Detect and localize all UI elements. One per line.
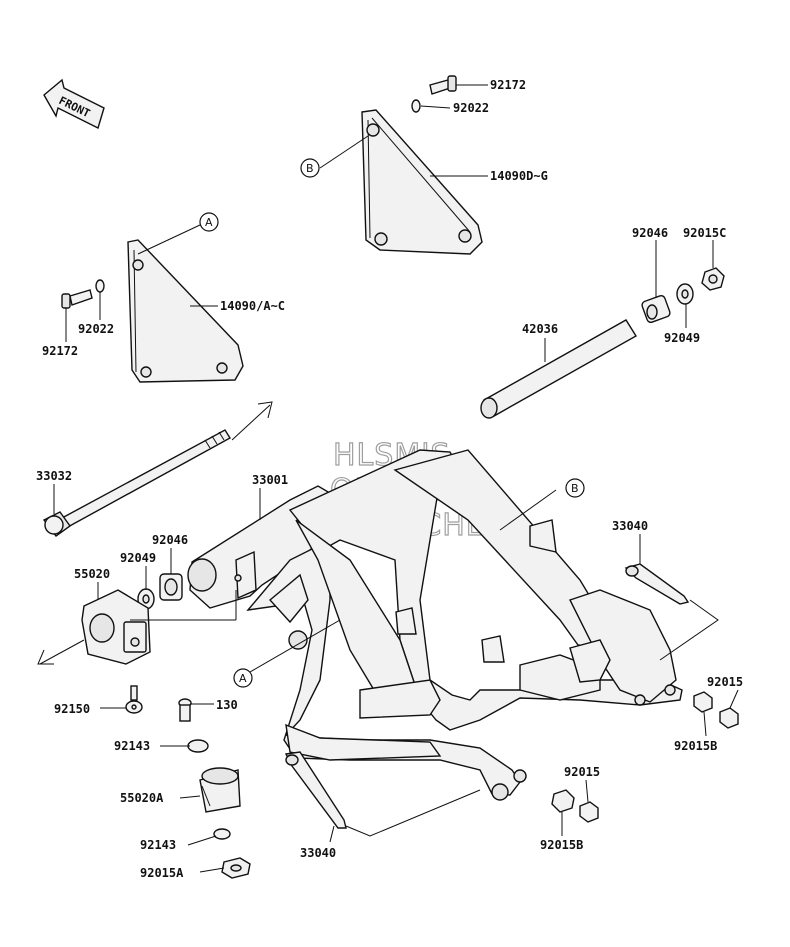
label-42036: 42036 — [522, 322, 558, 336]
label-92150: 92150 — [54, 702, 90, 716]
label-92172-left: 92172 — [42, 344, 78, 358]
bolt-92172-left — [61, 289, 93, 309]
frame-bracket-left — [395, 607, 417, 635]
label-33040-right: 33040 — [612, 519, 648, 533]
callout-a-top: A — [199, 212, 219, 232]
label-92046-top: 92046 — [632, 226, 668, 240]
label-92015-bottom: 92015 — [564, 765, 600, 779]
label-14090a: 14090/A~C — [220, 299, 285, 313]
label-130: 130 — [216, 698, 238, 712]
frame-bracket-mid — [481, 635, 505, 663]
axle-bolt-33032 — [42, 429, 231, 537]
washer-92022-left — [95, 279, 105, 293]
bearing-stack-right — [641, 267, 725, 324]
leader-lines — [53, 84, 739, 873]
label-92049-left: 92049 — [120, 551, 156, 565]
bolt-92150 — [125, 685, 143, 714]
label-33001: 33001 — [252, 473, 288, 487]
rod-leader-bottom — [345, 789, 481, 837]
nut-92015-right — [719, 707, 739, 729]
callout-b-frame: B — [565, 478, 585, 498]
label-92172-top: 92172 — [490, 78, 526, 92]
label-33040-bottom: 33040 — [300, 846, 336, 860]
label-92022-top: 92022 — [453, 101, 489, 115]
frame-bracket-top — [529, 519, 557, 553]
label-92143-top: 92143 — [114, 739, 150, 753]
bracket-14090d — [361, 109, 483, 255]
nut-92015b-bottom — [551, 789, 575, 813]
svg-text:A: A — [239, 672, 247, 685]
part-labels: 92172 92022 14090D~G 92015C 92046 92049 … — [36, 78, 743, 880]
label-92143-bottom: 92143 — [140, 838, 176, 852]
clamp-55020a — [187, 739, 241, 840]
bolt-92172-top — [429, 75, 457, 95]
callout-a-frame: A — [233, 668, 253, 688]
svg-text:B: B — [306, 162, 314, 175]
label-14090d: 14090D~G — [490, 169, 548, 183]
pivot-shaft-42036 — [480, 319, 637, 419]
rod-leader-right — [659, 599, 719, 661]
label-55020: 55020 — [74, 567, 110, 581]
bearing-left — [137, 573, 183, 610]
label-92046-left: 92046 — [152, 533, 188, 547]
callout-b-top: B — [300, 158, 320, 178]
nut-92015b-right — [693, 691, 713, 713]
axle-direction-arrow — [231, 401, 273, 441]
svg-text:A: A — [205, 216, 213, 229]
clamp-55020 — [81, 589, 151, 665]
label-92015a: 92015A — [140, 866, 184, 880]
label-92015b-right: 92015B — [674, 739, 717, 753]
label-92049-top: 92049 — [664, 331, 700, 345]
bolt-130 — [178, 698, 192, 722]
nut-92015-bottom — [579, 801, 599, 823]
label-92015c: 92015C — [683, 226, 726, 240]
nut-92015a — [221, 857, 251, 879]
clamp-direction-arrow — [37, 639, 85, 665]
label-33032: 33032 — [36, 469, 72, 483]
label-55020a: 55020A — [120, 791, 164, 805]
bracket-14090a — [127, 239, 244, 383]
label-92022-left: 92022 — [78, 322, 114, 336]
label-92015-right: 92015 — [707, 675, 743, 689]
washer-92022-top — [411, 99, 421, 113]
frame-cradle — [285, 449, 683, 761]
rod-end-33040-bottom — [284, 751, 347, 829]
front-arrow-icon: FRONT — [43, 78, 105, 129]
svg-text:B: B — [571, 482, 579, 495]
rod-end-33040-right — [624, 563, 690, 605]
label-92015b-bottom: 92015B — [540, 838, 583, 852]
